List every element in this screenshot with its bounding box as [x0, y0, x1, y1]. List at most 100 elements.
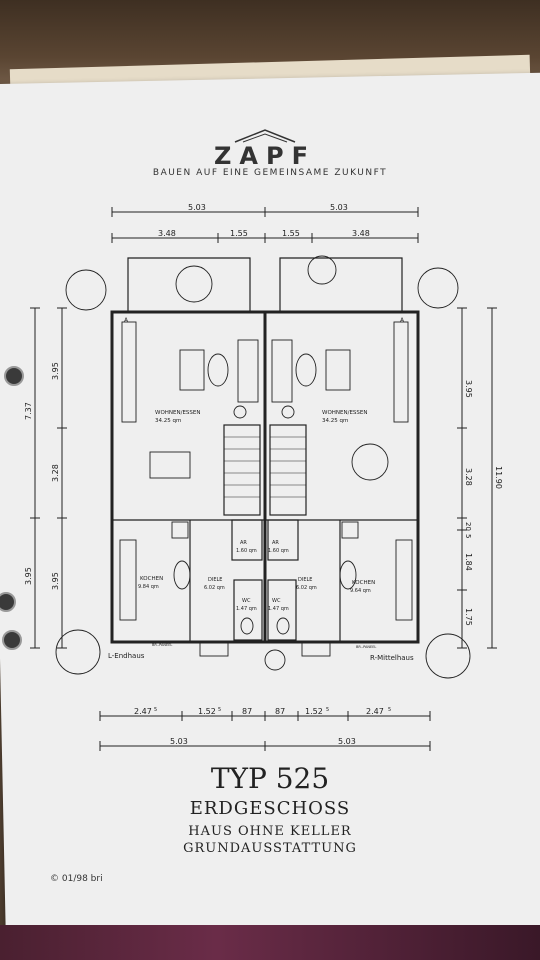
- dim-right-outer: 11.90: [494, 466, 503, 489]
- coffee-table-right: [295, 353, 317, 387]
- room-name-wc-left: WC: [242, 598, 251, 604]
- dim-bottom-inner: 5: [154, 707, 157, 713]
- room-name-ar-right: AR: [272, 540, 279, 546]
- room-area-kitchen-left: 9.84 qm: [138, 584, 159, 590]
- corner-mark-left: A: [124, 317, 129, 324]
- plan-type-title: TYP 525: [210, 762, 330, 795]
- dim-bottom-outer: 5.03: [170, 737, 188, 746]
- room-area-wc-right: 1.47 qm: [268, 606, 289, 612]
- room-area-hall-left: 6.02 qm: [204, 585, 225, 591]
- dim-right-inner: 5: [464, 534, 472, 538]
- binder-hole: [2, 630, 22, 650]
- wc-right-room: [267, 579, 297, 641]
- plan-subtitle-2: GRUNDAUSSTATTUNG: [183, 841, 357, 856]
- plan-subtitle-1: HAUS OHNE KELLER: [188, 824, 352, 839]
- parasol-left: [175, 265, 213, 303]
- logo-roof-icon: [234, 129, 296, 143]
- corner-mark-right: A: [400, 317, 405, 324]
- dim-bottom-inner: 87: [275, 707, 285, 716]
- wc-left-room: [233, 579, 263, 641]
- dim-right-inner: 1.75: [464, 608, 473, 626]
- house-label-left: L-Endhaus: [108, 652, 145, 660]
- room-name-hall-right: DIELE: [298, 577, 312, 583]
- panel-label-right: BR.-PANEEL: [356, 645, 376, 649]
- room-name-kitchen-right: KOCHEN: [352, 580, 375, 586]
- ar-left-room: [231, 519, 263, 561]
- ar-right-room: [267, 519, 299, 561]
- tree-icon: [417, 267, 459, 309]
- coffee-table-left: [207, 353, 229, 387]
- room-area-hall-right: 6.02 qm: [296, 585, 317, 591]
- kitchen-unit-right: [395, 539, 413, 621]
- room-area-kitchen-right: 9.64 qm: [350, 588, 371, 594]
- stairs-left: [223, 424, 261, 516]
- room-name-living-right: WOHNEN/ESSEN: [322, 410, 368, 416]
- copyright-note: © 01/98 bri: [50, 874, 103, 884]
- dim-ticks-left: [30, 307, 67, 649]
- terrace-left: [127, 257, 251, 312]
- room-name-hall-left: DIELE: [208, 577, 222, 583]
- dim-top-inner: 3.48: [352, 229, 370, 238]
- dim-ticks-bottom: [99, 711, 431, 751]
- dining-table-right: [351, 443, 389, 481]
- room-area-wc-left: 1.47 qm: [236, 606, 257, 612]
- kitchen-counter-left: [121, 321, 137, 423]
- dim-right-inner: 3.28: [464, 468, 473, 486]
- dim-left-outer: 7.37: [24, 402, 33, 420]
- room-name-wc-right: WC: [272, 598, 281, 604]
- sofa-right: [325, 349, 351, 391]
- fabric-background: [0, 925, 540, 960]
- house-label-right: R-Mittelhaus: [370, 654, 414, 662]
- dim-right-inner: 1.84: [464, 553, 473, 571]
- dim-top-inner: 1.55: [230, 229, 248, 238]
- dim-bottom-inner: 5: [218, 707, 221, 713]
- logo-brand-text: ZAPF: [214, 142, 316, 170]
- dim-left-inner: 3.95: [51, 362, 60, 380]
- dim-left-outer-bottom: 3.95: [24, 567, 33, 585]
- room-area-ar-left: 1.60 qm: [236, 548, 257, 554]
- plan-floor-name: ERDGESCHOSS: [189, 798, 351, 819]
- dim-bottom-inner: 5: [326, 707, 329, 713]
- binder-hole: [4, 366, 24, 386]
- dim-bottom-inner: 5: [388, 707, 391, 713]
- dim-ticks-top: [111, 207, 419, 243]
- dim-bottom-inner: 2.47: [134, 707, 152, 716]
- room-name-living-left: WOHNEN/ESSEN: [155, 410, 201, 416]
- room-area-living-right: 34.25 qm: [322, 418, 348, 424]
- terrace-right: [279, 257, 403, 312]
- tree-icon: [55, 629, 101, 675]
- tree-icon: [65, 269, 107, 311]
- sofa-left: [179, 349, 205, 391]
- armchair-left: [237, 339, 259, 403]
- dim-bottom-inner: 2.47: [366, 707, 384, 716]
- binder-hole: [0, 592, 16, 612]
- room-area-living-left: 34.25 qm: [155, 418, 181, 424]
- room-area-ar-right: 1.60 qm: [268, 548, 289, 554]
- dim-top-outer-left: 5.03: [188, 203, 206, 212]
- shrub-icon: [264, 649, 286, 671]
- kitchen-unit-left: [119, 539, 137, 621]
- logo-tagline: BAUEN AUF EINE GEMEINSAME ZUKUNFT: [152, 168, 388, 178]
- room-name-ar-left: AR: [240, 540, 247, 546]
- dim-bottom-outer: 5.03: [338, 737, 356, 746]
- armchair-right: [271, 339, 293, 403]
- dim-ticks-right: [457, 307, 497, 649]
- dim-bottom-inner: 87: [242, 707, 252, 716]
- tree-icon: [425, 633, 471, 679]
- kitchen-counter-right: [393, 321, 409, 423]
- panel-label-left: BR.-PANEEL: [152, 643, 172, 647]
- dim-top-outer-right: 5.03: [330, 203, 348, 212]
- dim-bottom-inner: 1.52: [198, 707, 216, 716]
- dim-bottom-inner: 1.52: [305, 707, 323, 716]
- dining-table-left: [149, 451, 191, 479]
- stairs-right: [269, 424, 307, 516]
- dim-right-inner: 3.95: [464, 380, 473, 398]
- dim-top-inner: 3.48: [158, 229, 176, 238]
- room-name-kitchen-left: KOCHEN: [140, 576, 163, 582]
- dim-left-inner: 3.28: [51, 464, 60, 482]
- dim-right-inner: 20: [464, 522, 472, 531]
- dim-top-inner: 1.55: [282, 229, 300, 238]
- zapf-logo: ZAPF: [205, 128, 325, 170]
- dim-left-inner: 3.95: [51, 572, 60, 590]
